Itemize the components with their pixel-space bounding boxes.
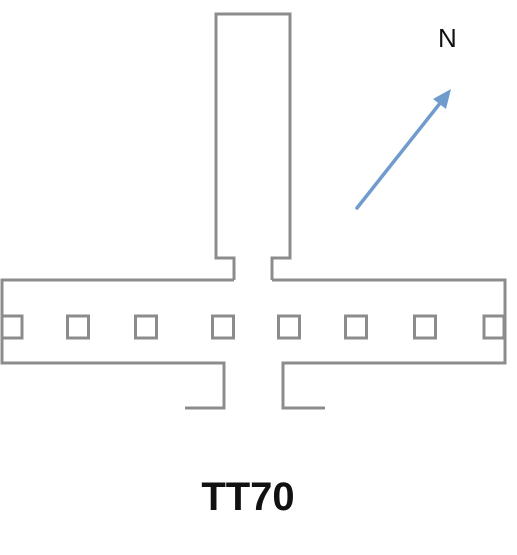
tomb-label: TT70 xyxy=(201,475,294,519)
tomb-plan xyxy=(0,12,507,410)
pillar xyxy=(277,314,301,340)
tomb-outline-wall-left xyxy=(0,278,234,410)
north-arrow: N xyxy=(355,23,457,210)
pillar xyxy=(413,314,437,340)
tomb-outline-wall xyxy=(272,278,507,410)
pillar xyxy=(482,314,506,340)
pillar xyxy=(134,314,158,340)
pillar-row xyxy=(0,314,506,340)
pillar xyxy=(0,314,24,340)
pillar xyxy=(344,314,368,340)
inner-corridor-wall xyxy=(214,12,292,280)
north-label: N xyxy=(438,23,457,53)
north-arrow-head xyxy=(433,89,451,109)
pillar xyxy=(211,314,235,340)
pillar xyxy=(66,314,90,340)
north-arrow-shaft xyxy=(355,100,443,210)
